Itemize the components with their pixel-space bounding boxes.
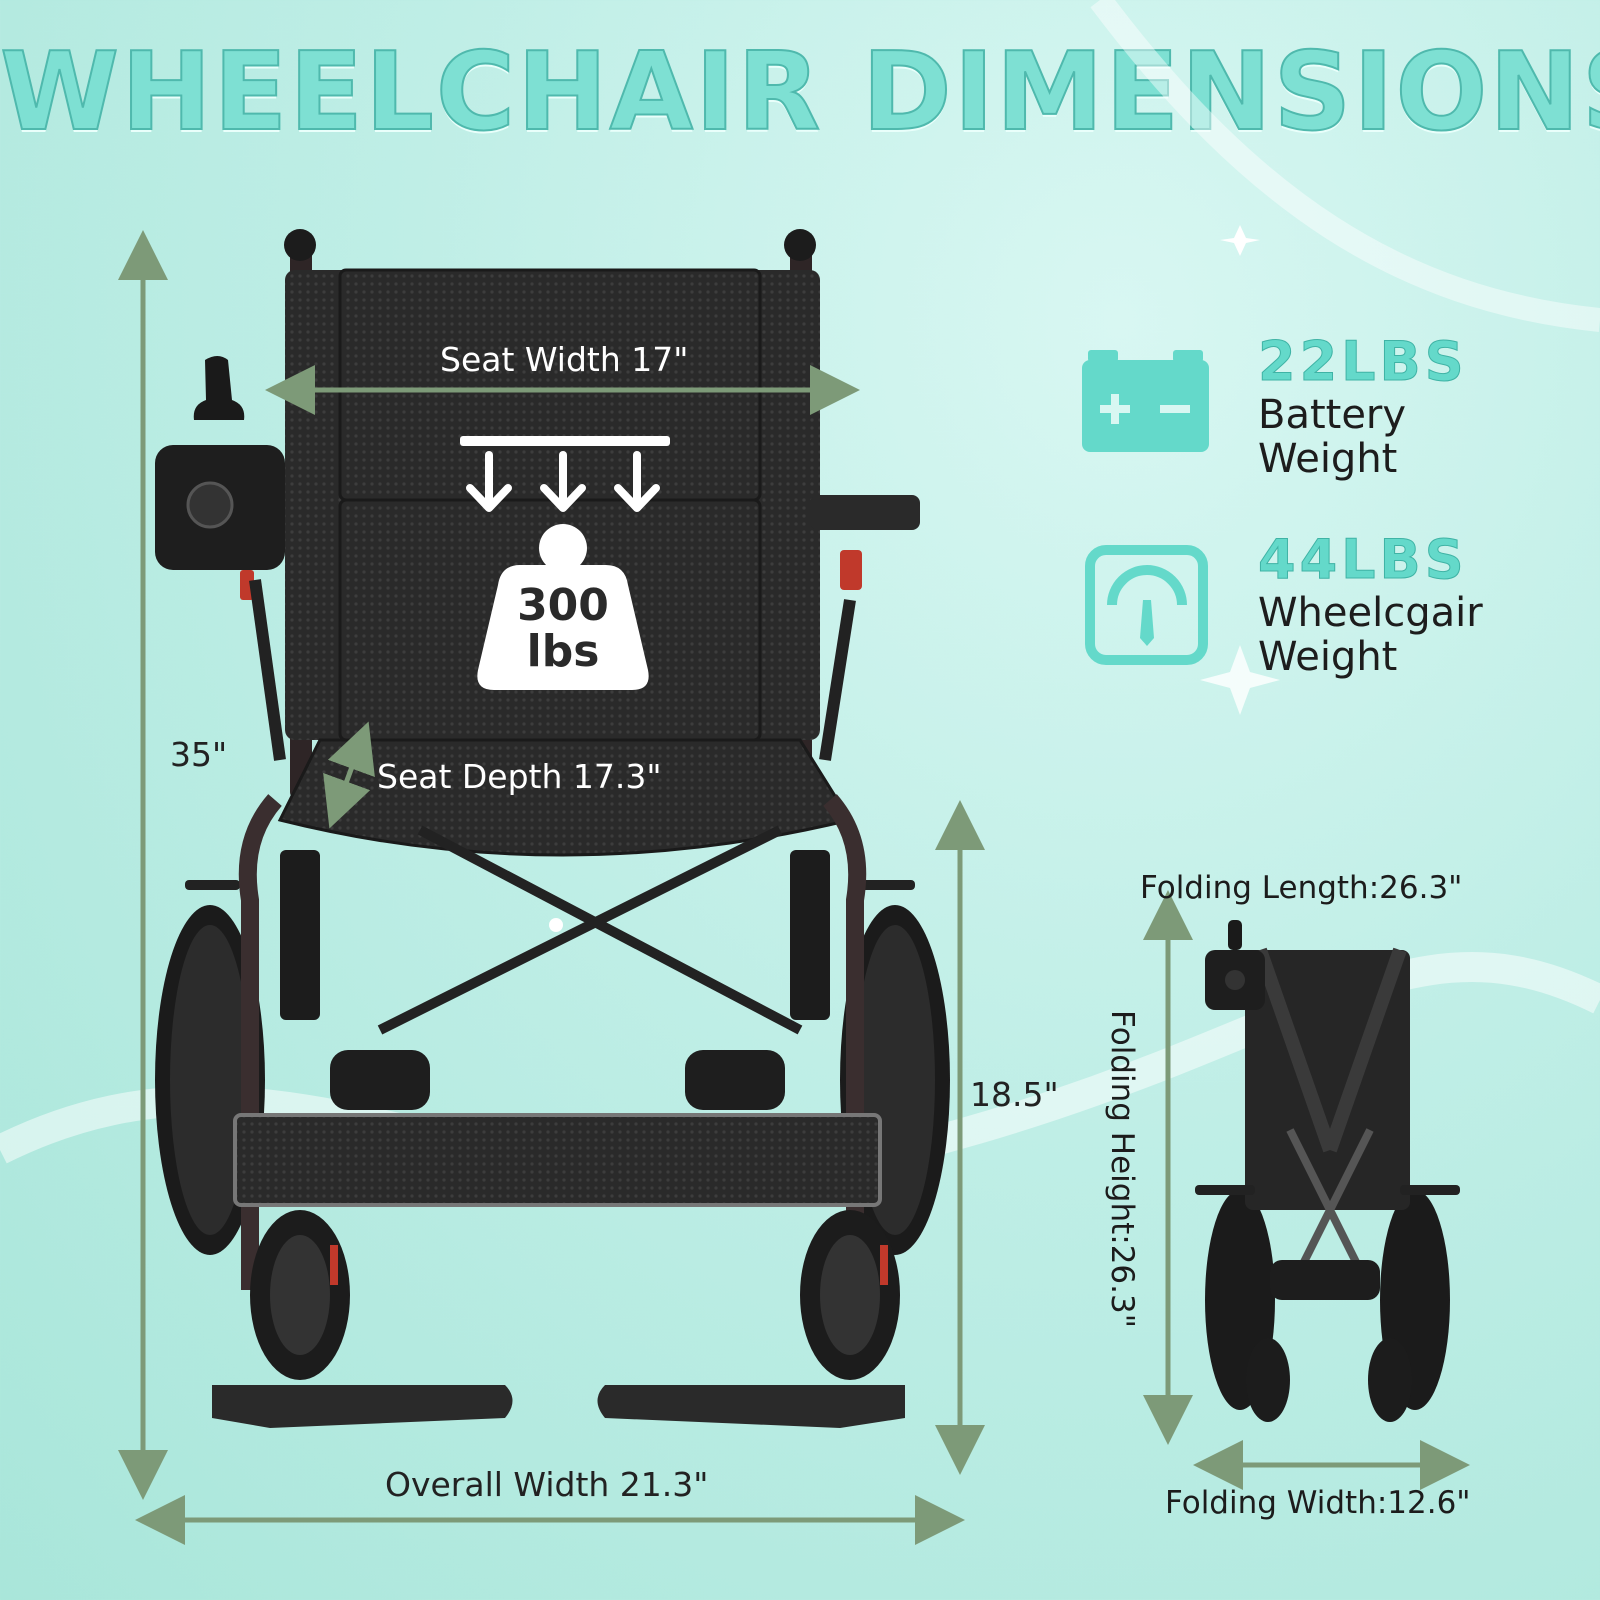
seat-depth-dimension-line	[323, 721, 375, 829]
battery-icon	[1082, 350, 1209, 452]
max-load-unit: lbs	[526, 626, 600, 677]
weight-capacity-icon	[460, 436, 670, 690]
folding-length-label: Folding Length:26.3"	[1140, 870, 1463, 906]
seat-width-label: Seat Width 17"	[440, 340, 689, 379]
page-title: WHEELCHAIR DIMENSIONS	[0, 29, 1600, 156]
seat-depth-label: Seat Depth 17.3"	[377, 757, 662, 796]
battery-weight-value: 22LBS	[1258, 330, 1468, 394]
max-load-label: 300 lbs	[492, 583, 634, 675]
folding-height-label: Folding Height:26.3"	[1104, 1010, 1140, 1328]
battery-weight-spec: 22LBS Battery Weight	[1258, 330, 1468, 482]
wheelchair-weight-value: 44LBS	[1258, 528, 1468, 592]
sparkle-icon	[1200, 645, 1280, 715]
seat-height-label: 18.5"	[970, 1075, 1059, 1114]
wheelchair-weight-spec: 44LBS Wheelcgair Weight	[1258, 528, 1483, 680]
folding-width-label: Folding Width:12.6"	[1165, 1485, 1471, 1521]
overall-width-label: Overall Width 21.3"	[385, 1465, 709, 1504]
sparkle-icon	[1220, 225, 1260, 256]
scale-icon	[1085, 545, 1208, 665]
battery-weight-line2: Weight	[1258, 436, 1398, 482]
wheelchair-weight-line2: Weight	[1258, 634, 1398, 680]
max-load-value: 300	[517, 580, 609, 631]
wheelchair-illustration	[155, 229, 950, 1428]
height-label: 35"	[170, 735, 228, 774]
folded-wheelchair-illustration	[1195, 920, 1460, 1422]
battery-weight-line1: Battery	[1258, 392, 1407, 438]
wheelchair-weight-line1: Wheelcgair	[1258, 590, 1483, 636]
